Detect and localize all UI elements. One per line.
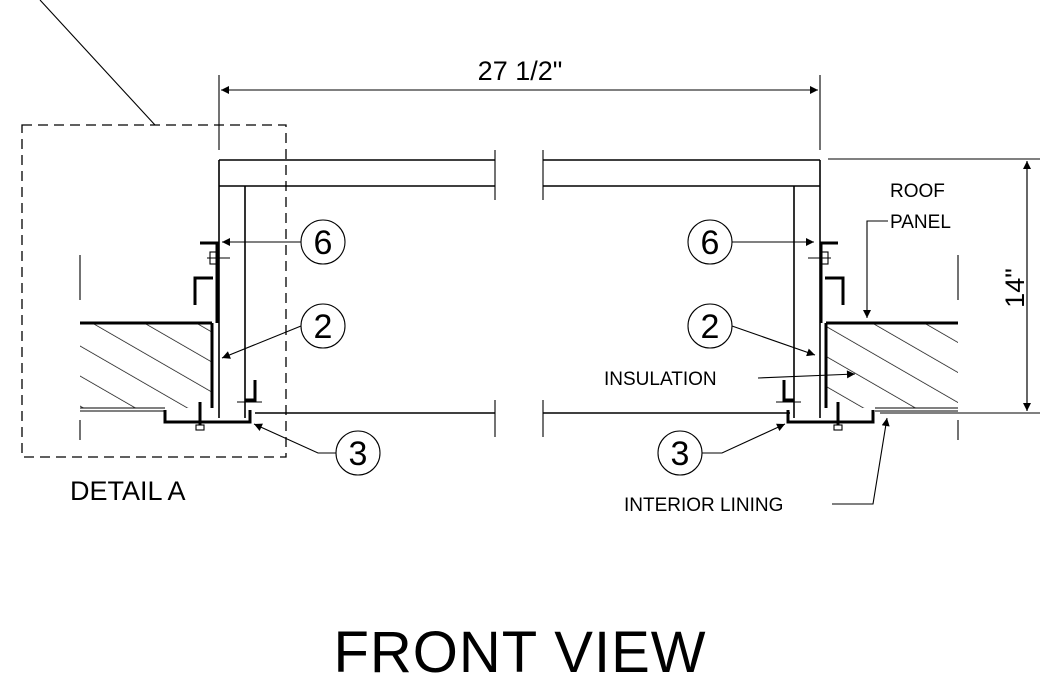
height-dimension: 14": [828, 158, 1040, 414]
width-dimension: 27 1/2": [218, 56, 821, 150]
interior-lining-label: INTERIOR LINING: [624, 495, 783, 516]
right-callout-2-text: 2: [701, 308, 720, 346]
right-callout-3: 3: [657, 423, 786, 476]
left-callout-2: 2: [221, 303, 346, 359]
insulation-label: INSULATION: [604, 369, 717, 390]
roof-panel-label-line2: PANEL: [890, 212, 951, 233]
left-callout-6: 6: [222, 219, 346, 265]
width-dimension-text: 27 1/2": [478, 56, 563, 86]
detail-a-label: DETAIL A: [70, 476, 186, 506]
left-callout-2-text: 2: [314, 308, 333, 346]
roof-panel-label-line1: ROOF: [890, 181, 945, 202]
left-flashing: [163, 241, 262, 431]
left-roof-section: [80, 321, 214, 412]
insulation-callout: INSULATION: [604, 369, 856, 390]
left-callout-3-text: 3: [349, 435, 368, 473]
height-dimension-text: 14": [1000, 268, 1030, 308]
right-callout-6-text: 6: [701, 224, 720, 262]
interior-lining-callout: INTERIOR LINING: [624, 417, 890, 516]
curb-cap: [218, 159, 821, 187]
left-callout-3: 3: [253, 423, 381, 476]
right-roof-section: [824, 321, 958, 412]
roof-panel-callout: ROOF PANEL: [863, 181, 951, 318]
drawing-title: FRONT VIEW: [333, 620, 706, 675]
right-callout-2: 2: [687, 303, 816, 357]
right-callout-6: 6: [687, 219, 814, 265]
detail-a-box: [21, 124, 287, 458]
break-lines: [79, 150, 959, 440]
right-callout-3-text: 3: [671, 435, 690, 473]
detail-leader-line: [39, 0, 156, 126]
curb-walls: [218, 186, 821, 418]
left-callout-6-text: 6: [314, 224, 333, 262]
right-flashing: [776, 241, 875, 431]
